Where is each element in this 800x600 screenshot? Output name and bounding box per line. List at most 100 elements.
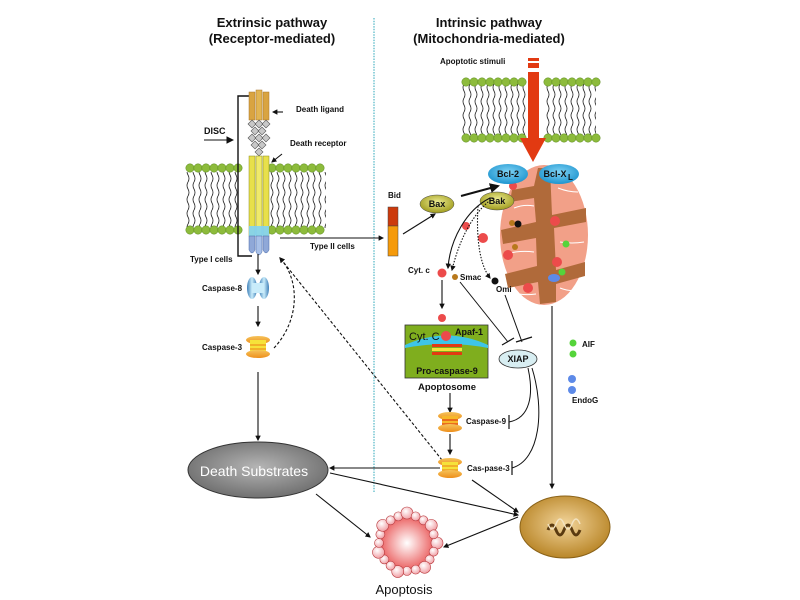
lipid-head <box>477 77 487 87</box>
omi-label: Omi <box>496 285 512 294</box>
aif-dot-2 <box>569 350 577 358</box>
lipid-head <box>485 133 495 143</box>
lipid-head <box>567 77 577 87</box>
xiap-label: XIAP <box>507 354 528 364</box>
aif-dot-1 <box>569 339 577 347</box>
lipid-head <box>461 133 471 143</box>
lipid-head <box>517 77 527 87</box>
caspase3-to-nucleus-arrow <box>471 479 519 513</box>
membrane-bleb <box>385 515 396 526</box>
lipid-head <box>493 133 503 143</box>
bclxl-label: Bcl-X <box>543 169 566 179</box>
intrinsic-membrane <box>461 77 601 143</box>
apoptosis-label: Apoptosis <box>375 582 433 597</box>
lipid-head <box>493 77 503 87</box>
apoptotic-cell <box>372 506 444 578</box>
lipid-head <box>217 225 227 235</box>
lipid-head <box>185 163 195 173</box>
death-substrates: Death Substrates <box>187 441 329 499</box>
lipid-head <box>583 77 593 87</box>
endog-dot-2 <box>568 386 576 394</box>
receptor-domain <box>254 133 264 143</box>
death-substrates-label: Death Substrates <box>200 463 308 479</box>
smac-inhibits-xiap <box>459 281 509 343</box>
caspase3-intrinsic-icon <box>438 458 462 478</box>
caspase9-icon <box>438 412 462 432</box>
receptor-domain <box>247 119 257 129</box>
membrane-bleb <box>428 529 439 540</box>
lipid-head <box>307 225 317 235</box>
lipid-head <box>485 77 495 87</box>
lipid-head <box>275 225 285 235</box>
lipid-head <box>201 163 211 173</box>
death-receptor-cluster <box>247 119 271 157</box>
bid-label: Bid <box>388 191 401 200</box>
death-receptor-label: Death receptor <box>290 139 346 148</box>
lipid-head <box>551 77 561 87</box>
type1-cells-label: Type I cells <box>190 255 233 264</box>
endog-dot-1 <box>568 375 576 383</box>
lipid-head <box>315 225 325 235</box>
lipid-head <box>469 133 479 143</box>
receptor-domain <box>261 133 271 143</box>
lipid-head <box>559 77 569 87</box>
extrinsic-membrane <box>185 163 326 235</box>
bak-label: Bak <box>489 196 507 206</box>
membrane-bleb <box>391 565 405 578</box>
caspase3-extrinsic-icon <box>246 336 270 358</box>
bclxl-subscript: L <box>568 173 573 182</box>
lipid-head <box>591 133 601 143</box>
intrinsic-to-receptor-dashed <box>279 257 443 461</box>
extrinsic-title: Extrinsic pathway <box>217 15 328 30</box>
lipid-head <box>551 133 561 143</box>
lipid-head <box>469 77 479 87</box>
receptor-domain <box>250 126 260 136</box>
bcl2-label: Bcl-2 <box>497 169 519 179</box>
apoptosome-cytc-label: Cyt. C <box>409 331 440 343</box>
membrane-bleb <box>385 560 396 571</box>
nucleus <box>519 495 611 559</box>
endog-label: EndoG <box>572 396 598 405</box>
caspase8-icon <box>247 277 269 299</box>
membrane-bleb <box>410 511 421 522</box>
receptor-domain <box>261 119 271 129</box>
lipid-head <box>575 77 585 87</box>
smac-dot <box>452 274 458 280</box>
death-receptor-arrow <box>271 153 283 163</box>
receptor-domain <box>257 140 267 150</box>
membrane-bleb <box>372 545 385 559</box>
death-ligand <box>248 89 270 121</box>
lipid-head <box>283 225 293 235</box>
lipid-head <box>283 163 293 173</box>
smac-label: Smac <box>460 273 482 282</box>
intrinsic-subtitle: (Mitochondria-mediated) <box>413 31 565 46</box>
receptor-domain <box>250 140 260 150</box>
bid-to-bax-arrow <box>402 213 436 235</box>
type2-cells-label: Type II cells <box>310 242 355 251</box>
caspase3-intrinsic-label: Cas-pase-3 <box>467 464 510 473</box>
lipid-head <box>193 163 203 173</box>
lipid-head <box>291 163 301 173</box>
cytc-release-arrow <box>445 197 491 270</box>
lipid-head <box>567 133 577 143</box>
aif-label: AIF <box>582 340 595 349</box>
lipid-head <box>501 133 511 143</box>
lipid-head <box>315 163 325 173</box>
lipid-head <box>501 77 511 87</box>
xiap-inhibits-caspase9 <box>508 367 531 423</box>
bax-label: Bax <box>429 199 446 209</box>
lipid-head <box>299 163 309 173</box>
bid-icon <box>387 206 399 257</box>
lipid-head <box>509 133 519 143</box>
xiap: XIAP <box>498 349 538 369</box>
xiap-inhibits-caspase3 <box>511 367 540 469</box>
death-substrates-to-apoptosis-arrow <box>315 493 371 538</box>
bcl2: Bcl-2 <box>488 164 528 184</box>
apaf1-label: Apaf-1 <box>455 327 483 337</box>
lipid-head <box>509 77 519 87</box>
caspase9-label: Caspase-9 <box>466 417 507 426</box>
membrane-bleb <box>376 519 390 532</box>
bax-to-bcl2-arrow <box>460 183 500 197</box>
membrane-bleb <box>374 538 384 548</box>
